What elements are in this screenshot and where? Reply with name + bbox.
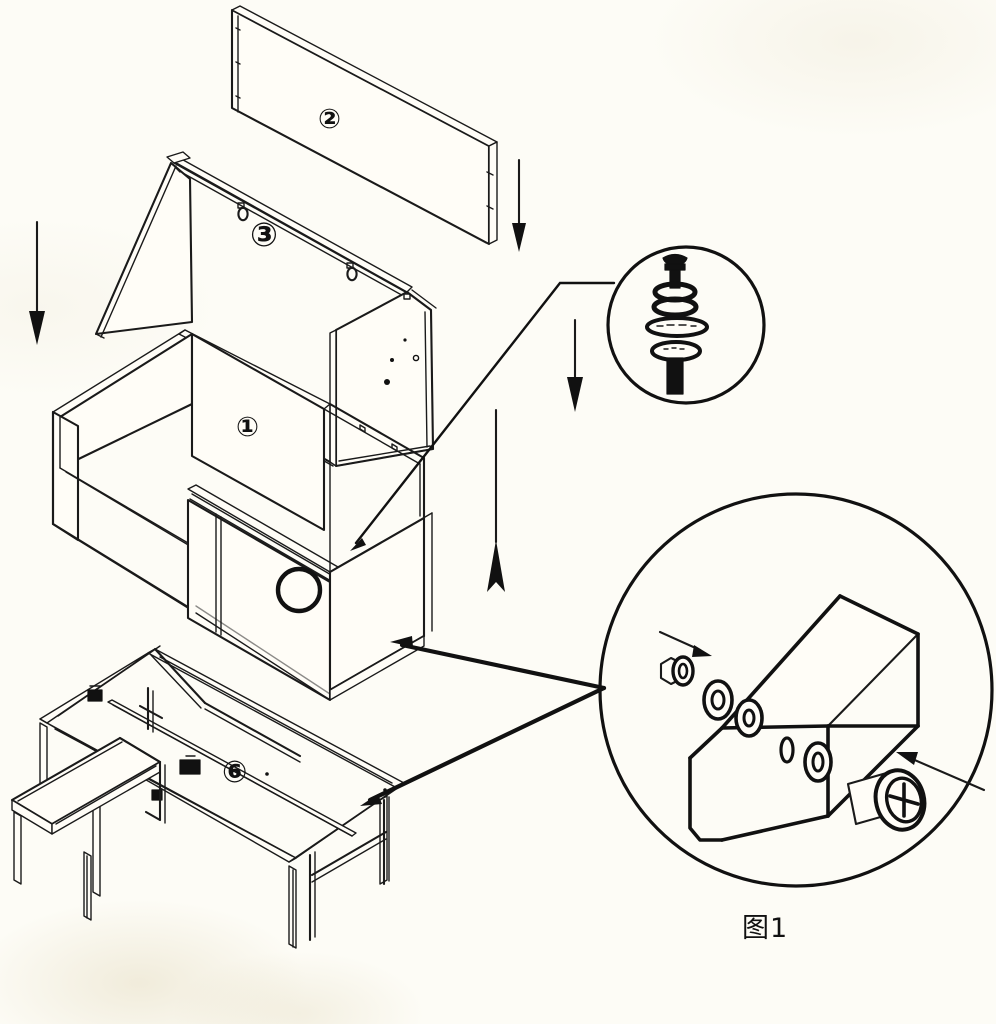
bracket-washer-3 [803,741,833,783]
part-main-box-body [51,329,433,702]
leader-line-to-stand [367,685,607,803]
bracket-hex-nut [659,655,695,687]
leader-line-hardware [354,281,616,545]
arrow-left-down [29,220,45,345]
lid-hinge-loop-lower [346,262,358,282]
lid-hinge-loop-upper [237,202,249,222]
rear-panel-fixing-marks [235,27,241,99]
part-label-1: ① [236,412,259,443]
arrow-right-down [512,158,526,252]
arrow-center-short [567,318,583,412]
arrow-center-long [487,408,505,592]
part-base-stand-frame [10,645,405,949]
lid-hinge-loop-end [403,293,411,300]
detail-callout-hardware-stack [350,245,766,551]
bracket-insert-arrow [658,630,712,657]
bracket-flange-bolt [846,768,927,832]
bracket-through-hole [779,736,795,764]
fastener-stack [645,253,709,395]
detail-circle-bracket [598,492,994,888]
detail-callout-bracket-bolting [360,492,994,888]
box-round-port-hole [275,566,323,614]
box-hinge-knuckles [359,424,398,452]
part-label-6: ⑥ [222,755,248,790]
assembly-arrows [29,158,583,592]
bracket-washer-1 [702,679,734,721]
part-rear-panel [230,5,498,246]
gable-plate-bolt-holes [384,338,420,385]
part-label-2: ② [318,104,341,135]
figure-caption: 图1 [742,913,789,944]
rear-panel-fixing-marks-right [486,171,494,210]
detail-circle-hardware [606,245,766,405]
stand-clamp-block-mid [179,755,201,775]
part-hinged-lid [94,151,437,468]
stand-clamp-block-left [87,685,103,702]
leader-line-to-box [399,642,607,691]
bolt-insert-arrow [896,752,986,792]
step-platform [10,736,166,921]
bracket-washer-2 [734,698,764,738]
part-label-3: ③ [250,215,278,254]
